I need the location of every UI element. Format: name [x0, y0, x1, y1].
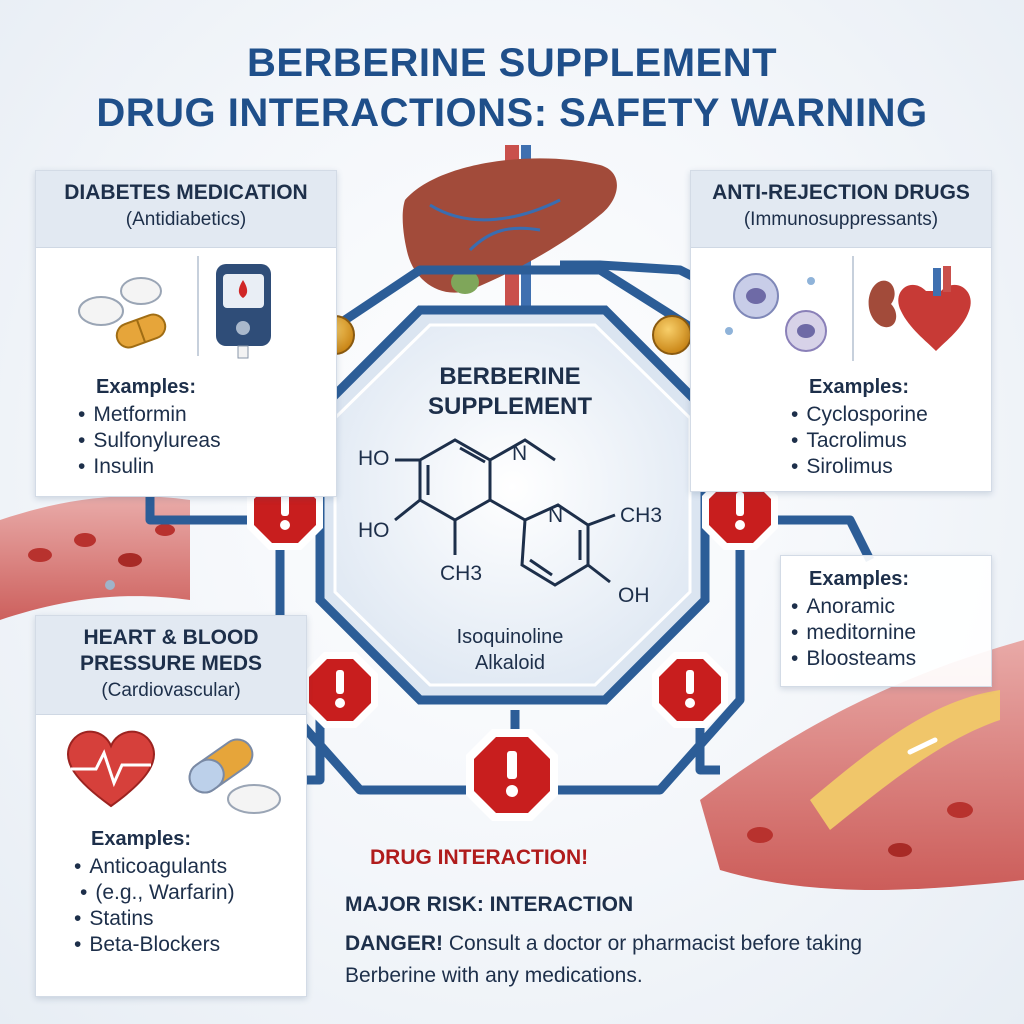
diabetes-panel-header: DIABETES MEDICATION (Antidiabetics): [36, 171, 336, 248]
immune-cells-icon: [725, 273, 827, 352]
liver-icon: [402, 158, 617, 294]
heart-panel: HEART & BLOOD PRESSURE MEDS (Cardiovascu…: [35, 615, 307, 997]
list-item: meditornine: [791, 620, 916, 646]
list-item: Bloosteams: [791, 646, 916, 672]
list-item: Insulin: [78, 454, 221, 480]
berberine-structure-icon: [394, 438, 616, 587]
atom-ho-2: HO: [358, 519, 390, 542]
warning-sign-icon: [652, 652, 728, 728]
list-item: Sirolimus: [791, 454, 928, 480]
heart-subtitle: (Cardiovascular): [101, 680, 241, 701]
berberine-octagon: [315, 305, 710, 705]
page-title: BERBERINE SUPPLEMENT DRUG INTERACTIONS: …: [0, 38, 1024, 138]
list-item: Metformin: [78, 402, 221, 428]
heart-panel-header: HEART & BLOOD PRESSURE MEDS (Cardiovascu…: [36, 616, 306, 715]
title-line-1: BERBERINE SUPPLEMENT: [246, 41, 778, 85]
drug-interaction-warning: DRUG INTERACTION!: [370, 846, 589, 869]
anti-rejection-subtitle: (Immunosuppressants): [743, 209, 939, 230]
list-item: Anticoagulants: [74, 854, 235, 880]
list-item: Beta-Blockers: [74, 932, 235, 958]
heart-title-line-2: PRESSURE MEDS: [79, 652, 263, 675]
diabetes-icons: [78, 256, 271, 359]
center-title-line-1: BERBERINE: [439, 363, 581, 390]
diabetes-panel: DIABETES MEDICATION (Antidiabetics) Exam…: [35, 170, 337, 497]
anti-rejection-panel: ANTI-REJECTION DRUGS (Immunosuppressants…: [690, 170, 992, 492]
list-item: Sulfonylureas: [78, 428, 220, 454]
anti-rejection-examples-label: Examples:: [809, 376, 910, 398]
heart-examples-list: Anticoagulants (e.g., Warfarin) Statins …: [74, 854, 235, 958]
capsule-tablet-icon: [188, 738, 281, 814]
danger-label: DANGER!: [345, 932, 443, 955]
heart-pulse-icon: [66, 730, 156, 808]
danger-text: Consult a doctor or pharmacist before ta…: [345, 932, 863, 987]
list-item: Cyclosporine: [791, 402, 927, 428]
pills-icon: [78, 277, 167, 349]
other-examples-panel: Examples: Anoramic meditornine Bloosteam…: [780, 555, 992, 687]
list-item: Anoramic: [791, 594, 916, 620]
glucose-meter-icon: [216, 264, 271, 359]
other-examples-label: Examples:: [809, 568, 910, 590]
diabetes-subtitle: (Antidiabetics): [125, 209, 247, 230]
diabetes-examples-label: Examples:: [96, 376, 197, 398]
center-caption: Isoquinoline Alkaloid: [400, 624, 620, 676]
major-risk-label: MAJOR RISK: INTERACTION: [345, 893, 634, 916]
center-title: BERBERINE SUPPLEMENT: [390, 362, 630, 422]
diabetes-title: DIABETES MEDICATION: [64, 181, 308, 204]
kidney-heart-icon: [868, 266, 971, 351]
warning-sign-icon: [702, 474, 778, 550]
atom-ch3-bottom: CH3: [440, 562, 482, 585]
atom-oh: OH: [618, 584, 650, 607]
anti-rejection-icons: [725, 256, 971, 361]
heart-examples-label: Examples:: [91, 828, 192, 850]
other-examples-list: Anoramic meditornine Bloosteams: [791, 594, 916, 672]
heart-icons: [66, 730, 281, 814]
anti-rejection-title: ANTI-REJECTION DRUGS: [712, 181, 970, 204]
center-title-line-2: SUPPLEMENT: [427, 393, 592, 420]
atom-n-1: N: [512, 442, 527, 465]
blood-vessel-left-icon: [0, 496, 190, 620]
title-line-2: DRUG INTERACTIONS: SAFETY WARNING: [96, 91, 928, 135]
diabetes-examples-list: Metformin Sulfonylureas Insulin: [78, 402, 221, 480]
center-caption-line-2: Alkaloid: [474, 652, 546, 674]
list-item: Statins: [74, 906, 235, 932]
danger-message: DANGER! Consult a doctor or pharmacist b…: [345, 928, 945, 992]
atom-n-2: N: [548, 504, 563, 527]
heart-title-line-1: HEART & BLOOD: [83, 626, 259, 649]
warning-sign-icon: [466, 729, 558, 821]
list-item: Tacrolimus: [791, 428, 928, 454]
atom-ho-1: HO: [358, 447, 390, 470]
atom-ch3-right: CH3: [620, 504, 662, 527]
anti-rejection-panel-header: ANTI-REJECTION DRUGS (Immunosuppressants…: [691, 171, 991, 248]
warning-sign-icon: [302, 652, 378, 728]
list-item: (e.g., Warfarin): [74, 880, 234, 906]
artery-plaque-right-icon: [700, 640, 1024, 890]
anti-rejection-examples-list: Cyclosporine Tacrolimus Sirolimus: [791, 402, 928, 480]
connector-node-icon: [652, 315, 692, 355]
center-caption-line-1: Isoquinoline: [456, 626, 564, 648]
